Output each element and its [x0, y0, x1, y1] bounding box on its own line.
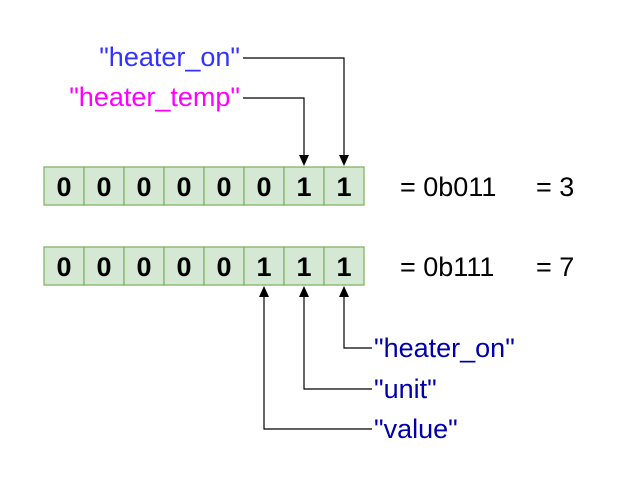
connector-heater-on-bottom	[339, 286, 372, 349]
bit-cell	[203, 166, 245, 206]
bit-value: 1	[256, 252, 271, 282]
bit-value: 0	[136, 252, 151, 282]
register-row-2: 0 0 0 0 0 1 1 1 = 0b111 = 7	[43, 246, 574, 286]
bit-cell	[83, 246, 125, 286]
binary-value: = 0b011	[400, 172, 496, 202]
connector-heater-temp-top	[243, 97, 309, 166]
bit-cell	[163, 246, 205, 286]
bit-value: 0	[56, 172, 71, 202]
bit-value: 0	[96, 172, 111, 202]
bit-cell	[123, 166, 165, 206]
decimal-value: = 7	[536, 252, 574, 282]
label-heater-temp-top: "heater_temp"	[69, 82, 240, 112]
bit-cell	[43, 166, 85, 206]
label-unit: "unit"	[374, 374, 437, 404]
bit-value: 0	[56, 252, 71, 282]
bit-value: 1	[296, 172, 311, 202]
label-value: "value"	[374, 414, 458, 444]
bit-cell	[203, 246, 245, 286]
bit-cell	[323, 246, 365, 286]
bit-value: 0	[216, 252, 231, 282]
connector-value	[259, 286, 372, 430]
bit-value: 0	[216, 172, 231, 202]
bit-value: 1	[296, 252, 311, 282]
label-heater-on-bottom: "heater_on"	[374, 333, 515, 363]
bit-cell	[243, 246, 285, 286]
bit-cell	[283, 166, 325, 206]
bit-cell	[323, 166, 365, 206]
bit-value: 0	[176, 172, 191, 202]
register-row-1: 0 0 0 0 0 0 1 1 = 0b011 = 3	[43, 166, 574, 206]
bit-value: 0	[96, 252, 111, 282]
bit-value: 0	[176, 252, 191, 282]
decimal-value: = 3	[536, 172, 574, 202]
connector-heater-on-top	[243, 57, 349, 166]
bit-cell	[243, 166, 285, 206]
label-heater-on-top: "heater_on"	[99, 42, 240, 72]
bit-cell	[83, 166, 125, 206]
binary-value: = 0b111	[400, 252, 494, 282]
bit-cell	[43, 246, 85, 286]
bit-value: 1	[336, 172, 351, 202]
bit-value: 0	[256, 172, 271, 202]
bit-value: 0	[136, 172, 151, 202]
connector-unit	[299, 286, 372, 390]
bit-value: 1	[336, 252, 351, 282]
